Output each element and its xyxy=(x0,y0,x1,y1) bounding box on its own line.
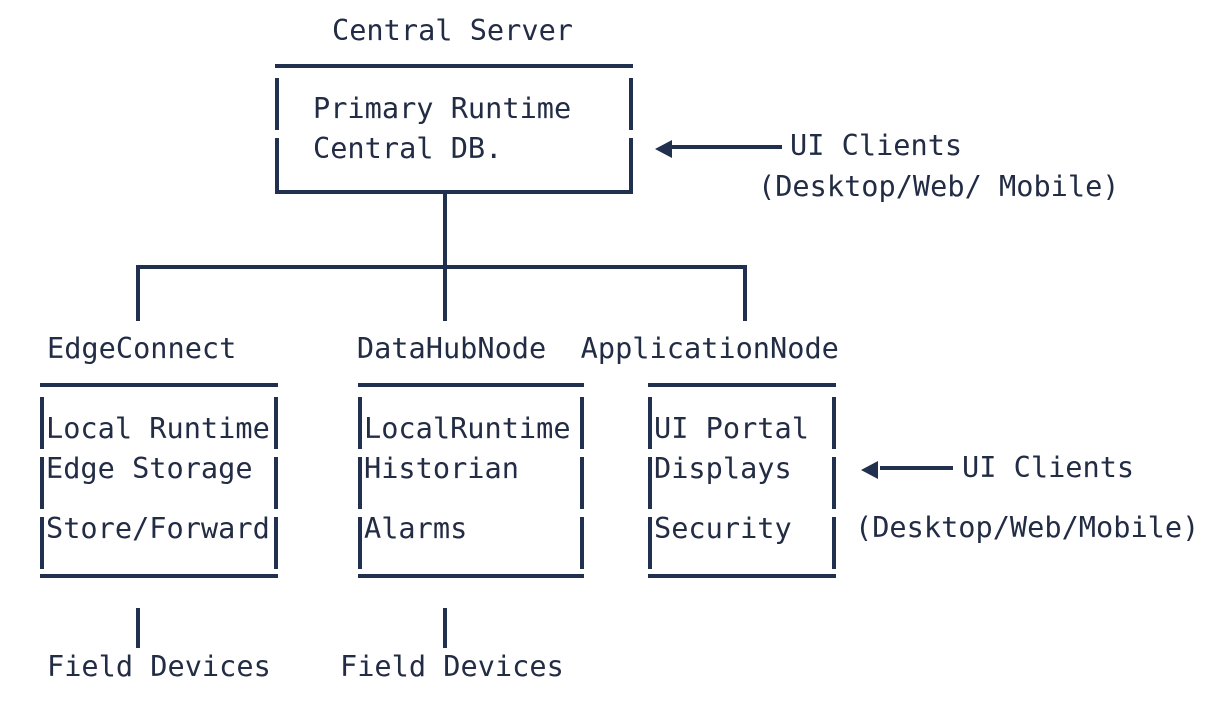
left-arrow-icon xyxy=(655,140,672,158)
applicationnode-row-displays: Displays xyxy=(654,451,827,485)
central-trunk-line xyxy=(443,194,447,269)
edgeconnect-row-edge-storage: Edge Storage xyxy=(46,451,270,485)
edgeconnect-top-border xyxy=(40,383,278,387)
applicationnode-top-border xyxy=(648,383,836,387)
applicationnode-left-border-2 xyxy=(648,457,652,509)
page-title: Central Server xyxy=(332,13,574,47)
field-devices-drop-line-1 xyxy=(136,608,140,648)
central-box-left-border-2 xyxy=(275,138,279,190)
datahubnode-row-local-runtime: LocalRuntime xyxy=(364,411,571,445)
applicationnode-left-border-3 xyxy=(648,517,652,569)
applicationnode-right-border-3 xyxy=(832,517,836,569)
field-devices-label-2: Field Devices xyxy=(340,649,564,683)
edgeconnect-right-border-1 xyxy=(274,397,278,449)
central-box-top-border xyxy=(275,64,633,68)
bottom-ui-clients-label: UI Clients xyxy=(962,450,1135,484)
edgeconnect-row-store-forward: Store/Forward xyxy=(46,511,270,545)
drop-line-applicationnode xyxy=(743,269,747,321)
applicationnode-left-border-1 xyxy=(648,397,652,449)
central-box-line-central-db: Central DB. xyxy=(313,131,503,165)
central-box-bottom-border xyxy=(275,190,633,194)
edgeconnect-right-border-2 xyxy=(274,457,278,509)
applicationnode-row-security: Security xyxy=(654,511,827,545)
datahubnode-right-border-1 xyxy=(580,397,584,449)
distribution-bar xyxy=(136,265,747,269)
field-devices-label-1: Field Devices xyxy=(47,649,271,683)
bottom-arrow-shaft xyxy=(880,466,953,470)
datahubnode-left-border-3 xyxy=(358,517,362,569)
datahubnode-left-border-2 xyxy=(358,457,362,509)
datahubnode-right-border-3 xyxy=(580,517,584,569)
applicationnode-right-border-2 xyxy=(832,457,836,509)
central-box-line-primary-runtime: Primary Runtime xyxy=(313,91,572,125)
top-ui-clients-label: UI Clients xyxy=(790,128,963,162)
edgeconnect-right-border-3 xyxy=(274,517,278,569)
drop-line-datahubnode xyxy=(443,269,447,321)
top-arrow-shaft xyxy=(672,145,782,149)
datahubnode-left-border-1 xyxy=(358,397,362,449)
datahubnode-row-historian: Historian xyxy=(364,451,571,485)
applicationnode-row-ui-portal: UI Portal xyxy=(654,411,827,445)
drop-line-edgeconnect xyxy=(136,269,140,321)
edgeconnect-left-border-3 xyxy=(40,517,44,569)
central-box-right-border-2 xyxy=(629,138,633,190)
field-devices-drop-line-2 xyxy=(443,608,447,648)
node-names-row: EdgeConnect DataHubNode ApplicationNode xyxy=(47,331,839,365)
applicationnode-right-border-1 xyxy=(832,397,836,449)
applicationnode-bottom-border xyxy=(648,574,836,578)
bottom-ui-clients-sublabel: (Desktop/Web/Mobile) xyxy=(855,510,1200,544)
central-box-left-border-1 xyxy=(275,78,279,130)
datahubnode-bottom-border xyxy=(358,574,584,578)
datahubnode-right-border-2 xyxy=(580,457,584,509)
edgeconnect-left-border-1 xyxy=(40,397,44,449)
left-arrow-icon xyxy=(861,461,878,479)
edgeconnect-left-border-2 xyxy=(40,457,44,509)
edgeconnect-bottom-border xyxy=(40,574,278,578)
datahubnode-top-border xyxy=(358,383,584,387)
top-ui-clients-sublabel: (Desktop/Web/ Mobile) xyxy=(758,169,1120,203)
edgeconnect-row-local-runtime: Local Runtime xyxy=(46,411,270,445)
datahubnode-row-alarms: Alarms xyxy=(364,511,571,545)
central-box-right-border-1 xyxy=(629,78,633,130)
